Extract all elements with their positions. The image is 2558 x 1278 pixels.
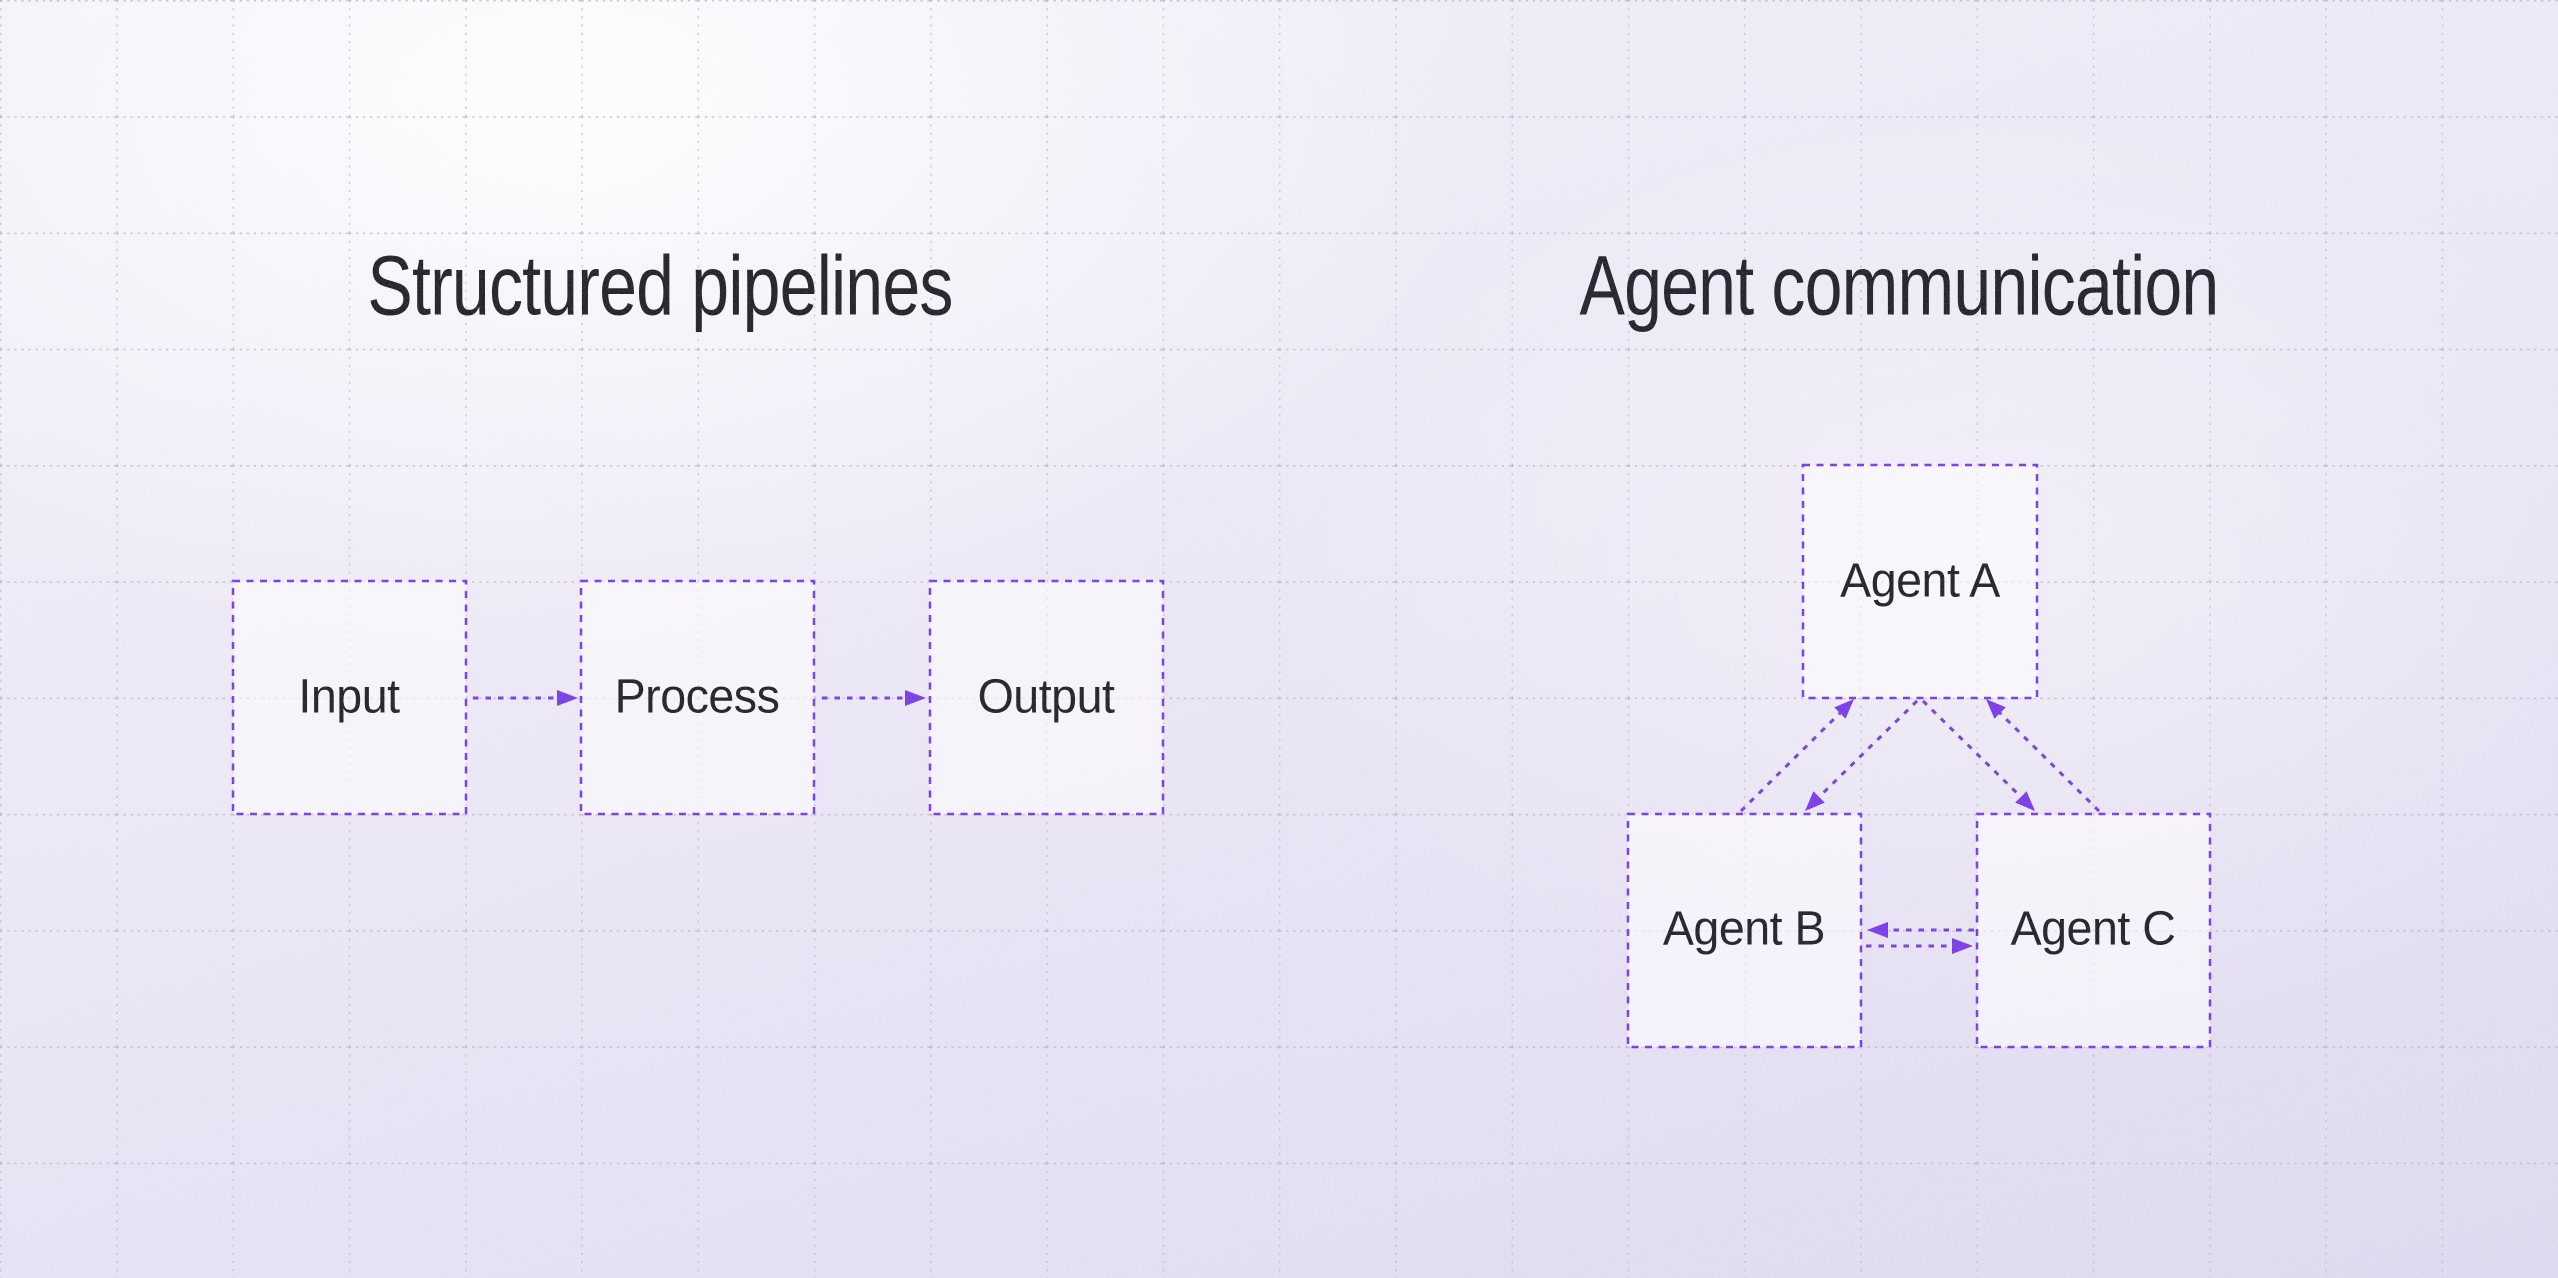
arrowhead-right-icon	[557, 690, 578, 706]
arrowhead-right-icon	[1952, 938, 1973, 954]
arrow-agent-a-to-agent-c	[1921, 699, 2035, 811]
arrow-agent-a-to-agent-b	[1805, 699, 1919, 811]
arrowhead-left-icon	[1867, 922, 1888, 938]
agent-b-node-label: Agent B	[1662, 902, 1826, 956]
arrowhead-up-right-icon	[1834, 699, 1854, 719]
arrowhead-right-icon	[905, 690, 926, 706]
process-node-label: Process	[614, 670, 780, 724]
pipelines-section-title: Structured pipelines	[367, 238, 953, 333]
agent-c-node-label: Agent C	[2010, 902, 2176, 956]
arrow-process-to-output	[822, 690, 926, 706]
arrow-agent-b-to-agent-c	[1866, 938, 1973, 954]
arrowhead-down-left-icon	[1805, 791, 1825, 811]
input-node-label: Input	[298, 670, 400, 724]
output-node-label: Output	[977, 670, 1115, 724]
arrowhead-down-right-icon	[2015, 791, 2035, 811]
arrow-agent-c-to-agent-b	[1867, 922, 1974, 938]
arrowhead-up-left-icon	[1986, 699, 2006, 719]
arrow-input-to-process	[473, 690, 578, 706]
agent-a-node-label: Agent A	[1840, 554, 2000, 608]
agents-section-title: Agent communication	[1579, 238, 2220, 333]
arrow-agent-b-to-agent-a	[1739, 699, 1854, 813]
arrow-agent-c-to-agent-a	[1986, 699, 2101, 813]
